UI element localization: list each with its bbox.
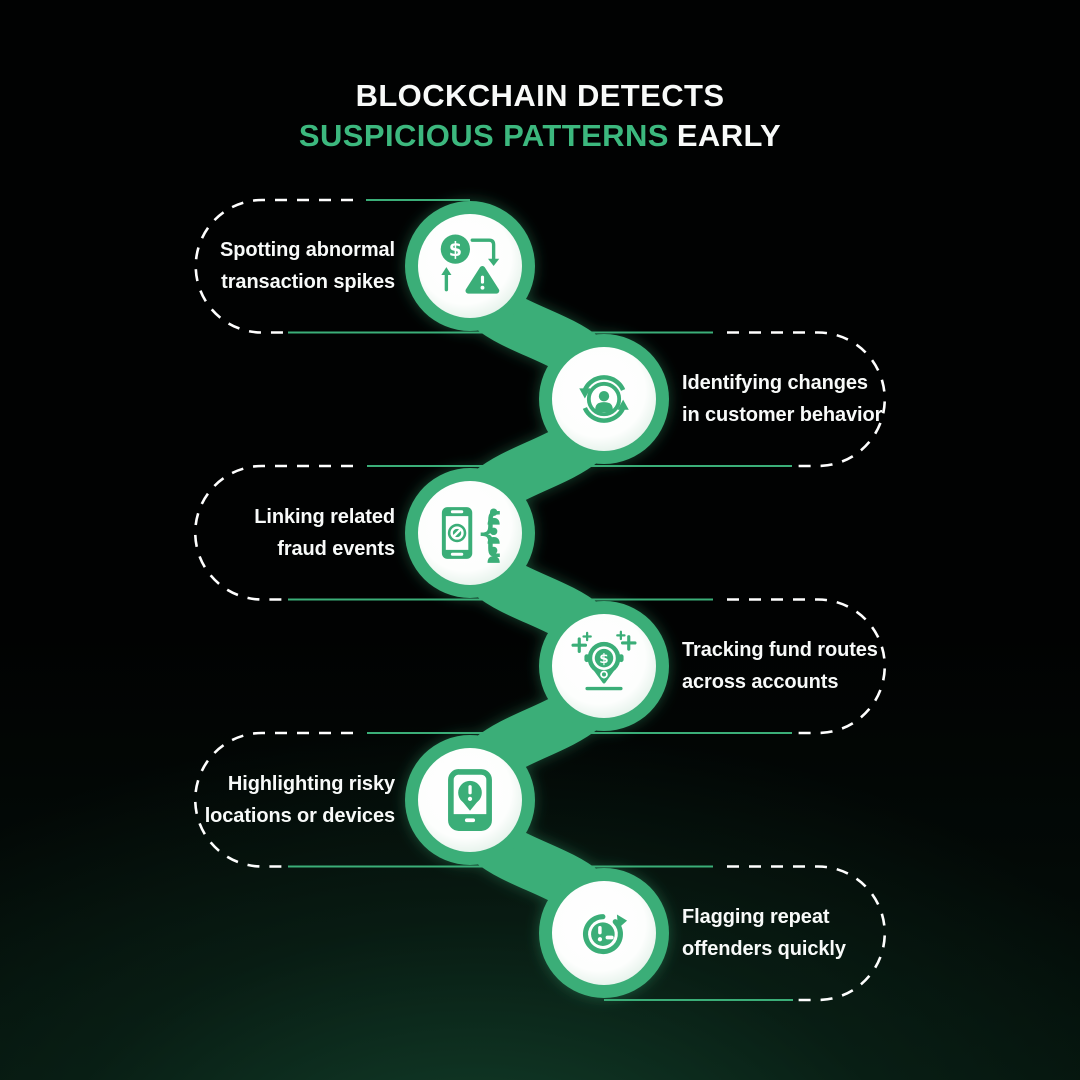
item-4-line-2: across accounts [682, 671, 839, 693]
linked-fraud-events-icon: { [441, 503, 506, 563]
item-4-line-1: Tracking fund routes [682, 639, 878, 661]
sparkles [571, 630, 637, 653]
item-3-line-2: fraud events [277, 538, 395, 560]
transaction-spike-alert-icon: $ [440, 234, 500, 294]
title-line-1: BLOCKCHAIN DETECTS [355, 78, 725, 113]
item-2-line-1: Identifying changes [682, 372, 868, 394]
item-3-line-1: Linking related [254, 506, 395, 528]
customer-behavior-sync-icon [579, 375, 629, 423]
fund-route-pin-icon: $ [571, 630, 637, 691]
svg-text:$: $ [449, 238, 462, 261]
item-5-line-2: locations or devices [204, 805, 395, 827]
pill-dashed-outlines [194, 198, 886, 1002]
item-5-line-1: Highlighting risky [227, 773, 395, 795]
item-2-line-2: in customer behavior [682, 404, 883, 426]
svg-text:$: $ [599, 651, 608, 667]
title-highlight: SUSPICIOUS PATTERNS [298, 118, 669, 153]
item-label-6: Flagging repeat offenders quickly [682, 901, 982, 965]
item-6-line-1: Flagging repeat [682, 906, 830, 928]
item-label-4: Tracking fund routes across accounts [682, 634, 982, 698]
item-label-1: Spotting abnormal transaction spikes [95, 234, 395, 298]
item-1-line-2: transaction spikes [221, 271, 395, 293]
item-label-3: Linking related fraud events [95, 501, 395, 565]
item-label-5: Highlighting risky locations or devices [95, 768, 395, 832]
people-cluster [487, 508, 500, 563]
repeat-offender-clock-icon [582, 914, 628, 955]
title-rest: EARLY [676, 118, 782, 153]
item-label-2: Identifying changes in customer behavior [682, 367, 982, 431]
item-6-line-2: offenders quickly [682, 938, 846, 960]
item-1-line-1: Spotting abnormal [220, 239, 395, 261]
risky-device-icon [448, 769, 492, 831]
